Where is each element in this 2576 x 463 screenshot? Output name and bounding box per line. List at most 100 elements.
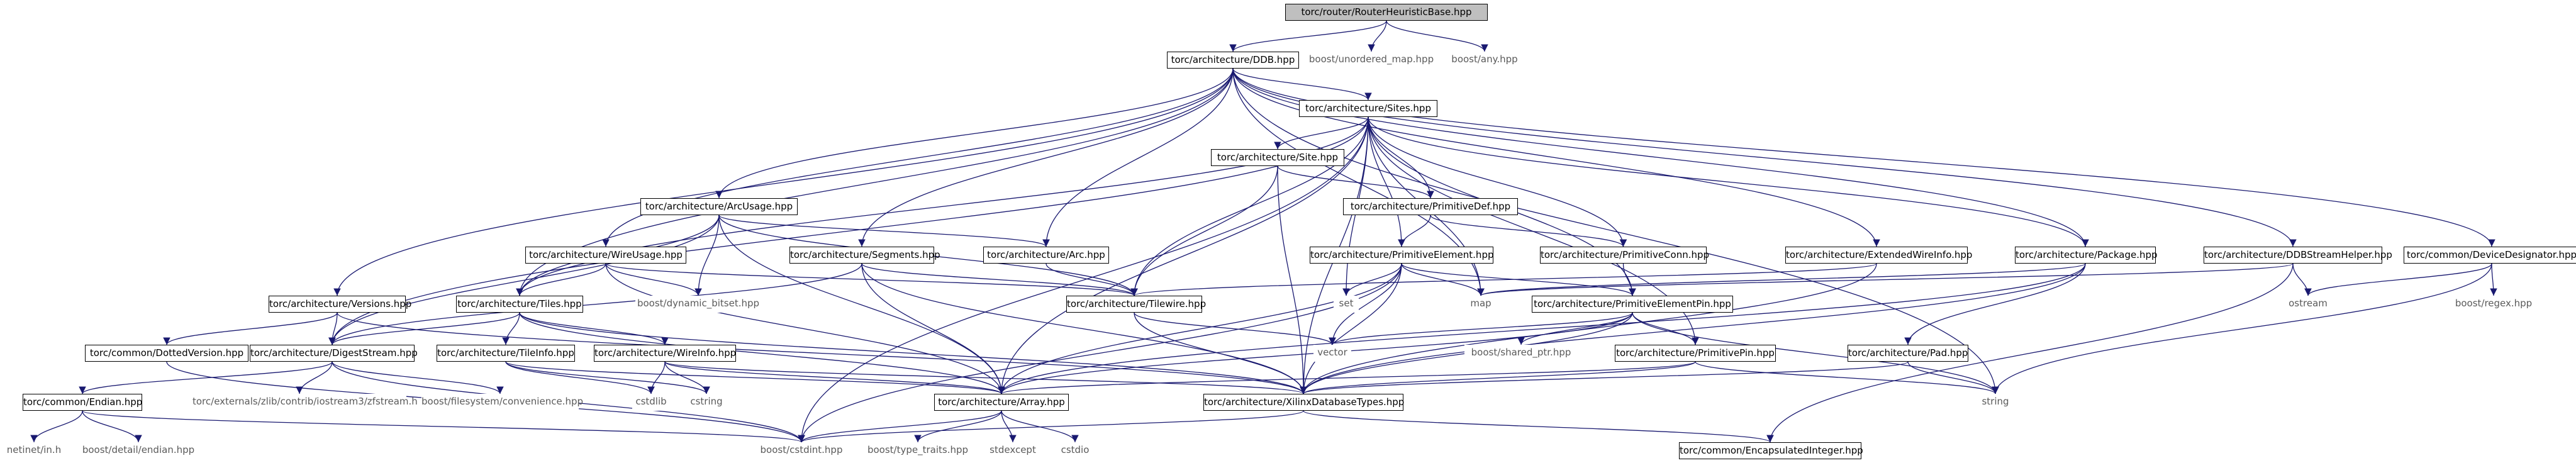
node-sites[interactable]: torc/architecture/Sites.hpp: [1299, 100, 1437, 117]
node-vector: vector: [1313, 345, 1351, 362]
include-edge: [1329, 312, 1633, 345]
include-edge: [998, 263, 2086, 394]
node-arc[interactable]: torc/architecture/Arc.hpp: [983, 247, 1109, 264]
node-site[interactable]: torc/architecture/Site.hpp: [1211, 149, 1344, 166]
node-boost-detail-endian: boost/detail/endian.hpp: [81, 442, 196, 459]
include-edge: [1303, 410, 1774, 443]
node-map: map: [1466, 296, 1495, 313]
include-edge: [1134, 312, 1307, 394]
include-edge: [333, 68, 1234, 296]
node-router-heuristic-base[interactable]: torc/router/RouterHeuristicBase.hpp: [1285, 4, 1488, 21]
include-edge: [1134, 312, 1336, 345]
include-edge: [1368, 20, 1387, 52]
include-edge: [1042, 68, 1234, 247]
include-edge: [798, 263, 1402, 443]
include-edge: [998, 361, 1696, 394]
node-digest-stream[interactable]: torc/architecture/DigestStream.hpp: [250, 345, 418, 362]
node-primitive-conn[interactable]: torc/architecture/PrimitiveConn.hpp: [1540, 247, 1709, 264]
include-edge: [332, 361, 504, 394]
include-edge: [1386, 20, 1488, 52]
include-edge: [718, 215, 1005, 394]
node-wire-info[interactable]: torc/architecture/WireInfo.hpp: [594, 345, 736, 362]
node-primitive-pin[interactable]: torc/architecture/PrimitivePin.hpp: [1615, 345, 1776, 362]
include-edge: [1430, 215, 1627, 247]
include-edge: [858, 68, 1234, 247]
include-edge: [1300, 263, 1877, 394]
node-primitive-element[interactable]: torc/architecture/PrimitiveElement.hpp: [1310, 247, 1493, 264]
include-edge: [1368, 116, 1405, 247]
include-edge: [519, 312, 1307, 394]
include-edge: [328, 312, 520, 345]
include-edge: [1695, 361, 1999, 394]
include-edge: [605, 263, 1138, 296]
include-edge: [516, 263, 606, 296]
include-edge: [1277, 165, 1434, 199]
include-edge: [1368, 116, 2089, 247]
include-edge: [505, 361, 655, 394]
node-boost-dynamic-bitset: boost/dynamic_bitset.hpp: [635, 296, 761, 313]
include-edge: [1992, 263, 2492, 394]
node-tile-info[interactable]: torc/architecture/TileInfo.hpp: [437, 345, 575, 362]
node-primitive-element-pin[interactable]: torc/architecture/PrimitiveElementPin.hp…: [1532, 296, 1733, 313]
include-edge: [1401, 263, 1485, 296]
node-extended-wire-info[interactable]: torc/architecture/ExtendedWireInfo.hpp: [1785, 247, 1972, 264]
node-boost-cstdint: boost/cstdint.hpp: [754, 442, 849, 459]
node-encapsulated-integer[interactable]: torc/common/EncapsulatedInteger.hpp: [1679, 442, 1863, 459]
node-cstring: cstring: [686, 394, 727, 411]
include-edge: [502, 312, 520, 345]
include-edge: [505, 361, 710, 394]
node-xilinx-database-types[interactable]: torc/architecture/XilinxDatabaseTypes.hp…: [1203, 394, 1404, 411]
include-edge: [1300, 361, 1909, 394]
include-edge: [647, 361, 666, 394]
include-edge: [1130, 165, 1278, 296]
node-string: string: [1978, 394, 2013, 411]
include-edge: [1001, 410, 1017, 443]
include-edge: [605, 263, 1005, 394]
include-edge: [163, 312, 338, 345]
node-boost-unordered-map: boost/unordered_map.hpp: [1308, 52, 1434, 69]
include-edge: [1342, 263, 1402, 296]
include-edge: [1229, 20, 1387, 52]
node-boost-type-traits: boost/type_traits.hpp: [866, 442, 969, 459]
include-edge: [2490, 263, 2497, 296]
include-edge: [1766, 263, 2294, 443]
include-edge: [82, 410, 142, 443]
include-edge: [914, 410, 1002, 443]
include-edge: [1232, 68, 2297, 247]
include-edge: [82, 410, 805, 443]
node-array[interactable]: torc/architecture/Array.hpp: [934, 394, 1069, 411]
node-versions[interactable]: torc/architecture/Versions.hpp: [269, 296, 411, 313]
include-edge: [2304, 263, 2492, 296]
node-netinet-in: netinet/in.h: [6, 442, 62, 459]
node-set: set: [1334, 296, 1359, 313]
node-tiles[interactable]: torc/architecture/Tiles.hpp: [456, 296, 583, 313]
include-edge: [519, 312, 1005, 394]
include-edge: [79, 361, 333, 394]
include-edge: [328, 215, 720, 345]
include-edge: [1904, 263, 2086, 345]
include-edge: [1329, 263, 1402, 345]
node-cstdio: cstdio: [1056, 442, 1094, 459]
include-edge: [798, 410, 1304, 443]
include-edge: [664, 361, 710, 394]
node-dotted-version[interactable]: torc/common/DottedVersion.hpp: [85, 345, 248, 362]
node-pad[interactable]: torc/architecture/Pad.hpp: [1848, 345, 1968, 362]
node-ddb[interactable]: torc/architecture/DDB.hpp: [1167, 52, 1299, 69]
node-wire-usage[interactable]: torc/architecture/WireUsage.hpp: [525, 247, 686, 264]
include-edge: [861, 263, 1005, 394]
include-edge: [1907, 361, 1999, 394]
node-package[interactable]: torc/architecture/Package.hpp: [2015, 247, 2158, 264]
include-edge: [1277, 165, 1307, 394]
node-endian[interactable]: torc/common/Endian.hpp: [23, 394, 142, 411]
include-edge: [1632, 312, 1699, 345]
node-tilewire[interactable]: torc/architecture/Tilewire.hpp: [1066, 296, 1206, 313]
node-ddb-stream-helper[interactable]: torc/architecture/DDBStreamHelper.hpp: [2204, 247, 2392, 264]
node-device-designator[interactable]: torc/common/DeviceDesignator.hpp: [2404, 247, 2576, 264]
node-arc-usage[interactable]: torc/architecture/ArcUsage.hpp: [640, 198, 798, 215]
node-segments[interactable]: torc/architecture/Segments.hpp: [789, 247, 940, 264]
node-primitive-def[interactable]: torc/architecture/PrimitiveDef.hpp: [1343, 198, 1518, 215]
include-edge: [798, 116, 1369, 443]
node-ostream: ostream: [2286, 296, 2330, 313]
include-edge: [30, 410, 83, 443]
